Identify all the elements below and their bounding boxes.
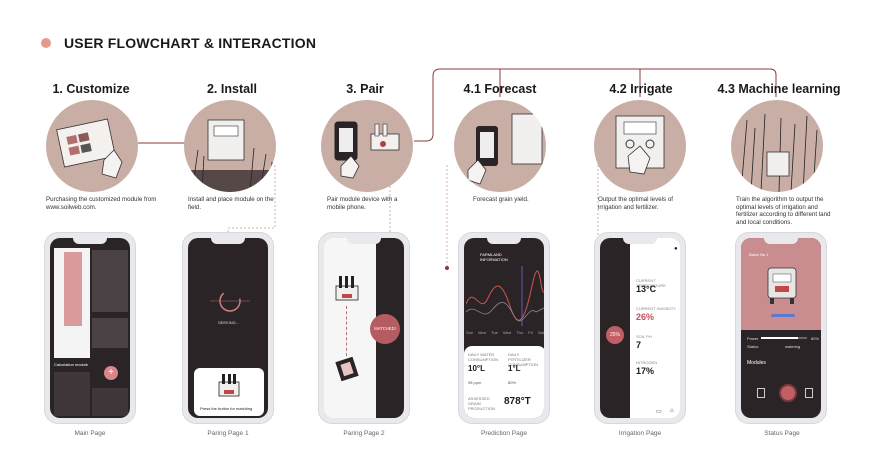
status-value: watering [785,344,801,349]
prediction-screen: FARMLAND INFORMATION Sun Mon Tue Wed Thu… [464,238,544,418]
irrigate-illustration [594,100,686,192]
module-render [767,267,797,304]
step-desc-install: Install and place module on the field. [188,196,274,211]
caption-status-page: Status Page [764,430,800,437]
matched-badge: MATCHED! [370,314,400,344]
paring-2-screen: MATCHED! [324,238,404,418]
water-label: DAILY WATER CONSUMPTION [468,352,498,362]
machine-learning-illustration [731,100,823,192]
phone-device-icon [335,356,359,382]
humidity-value: 26% [636,312,655,322]
seeking-label: SEEKING... [218,320,240,325]
chart-icon[interactable]: ▭ [656,409,662,415]
install-illustration [184,100,276,192]
caption-irrigation-page: Irrigation Page [618,430,662,437]
phone-paring-page-2: MATCHED! [318,232,410,424]
step-title-pair: 3. Pair [346,82,384,96]
soil-ph-label: SOIL PH [636,334,652,339]
status-screen: Basin No.1 Power 80% Status watering Mod… [741,238,821,418]
day-tab[interactable]: Sat [537,330,544,335]
caption-paring-page-2: Paring Page 2 [343,430,385,437]
day-tab[interactable]: Fri [528,330,533,335]
power-value: 80% [811,336,820,341]
module-tile-pink[interactable] [64,252,82,326]
module-icon[interactable] [805,388,813,398]
stat-value: 98 ppm [468,380,482,385]
page-title: USER FLOWCHART & INTERACTION [64,35,317,51]
match-card[interactable]: Press the button for matching [194,368,264,416]
irrigation-screen: 25% ● CURRENT TEMPERATURE 13°C CURRENT H… [600,238,680,418]
seeking-spinner [210,290,250,312]
water-level-indicator[interactable]: 25% [606,326,624,344]
power-bar [761,337,798,339]
water-drop-icon: ● [674,246,678,252]
day-tab[interactable]: Tue [491,330,498,335]
farmland-header: FARMLAND INFORMATION [480,252,508,262]
soil-ph-value: 7 [636,340,642,350]
step-title-irrigate: 4.2 Irrigate [609,82,673,96]
water-value: 10°L [468,364,485,373]
power-slider[interactable] [771,314,795,317]
day-tab[interactable]: Thu [516,330,524,335]
home-icon[interactable]: ⌂ [670,408,674,414]
device-name: Basin No.1 [749,252,769,257]
forecast-curves [466,266,544,326]
step-desc-forecast: Forecast grain yield. [473,196,529,203]
step-title-customize: 1. Customize [52,82,130,96]
connector-branch [414,68,777,142]
caption-main-page: Main Page [74,430,106,437]
modules-label: Modules [747,360,766,366]
day-tab[interactable]: Mon [478,330,486,335]
paring-1-screen: SEEKING... Press the button for matching [188,238,268,418]
module-tile[interactable] [92,250,128,312]
fertilizer-label: DAILY FERTILIZER CONSUMPTION [508,352,538,367]
module-select-button[interactable] [779,384,797,402]
step-desc-pair: Pair module device with a mobile phone. [327,196,398,211]
power-label: Power [747,336,759,341]
add-module-button[interactable]: + [104,366,118,380]
step-title-install: 2. Install [206,82,258,96]
temperature-value: 13°C [636,284,657,294]
pair-illustration [321,100,413,192]
step-title-machine-learning: 4.3 Machine learning [717,82,841,96]
nitrogen-label: NITROGEN [636,360,658,365]
status-label: Status [747,344,759,349]
forecast-illustration [454,100,546,192]
phone-paring-page-1: SEEKING... Press the button for matching [182,232,274,424]
fertilizer-value: 1°L [508,364,521,373]
module-tile[interactable] [92,318,128,348]
phone-status-page: Basin No.1 Power 80% Status watering Mod… [735,232,827,424]
caption-prediction-page: Prediction Page [481,430,527,437]
temperature-label: CURRENT TEMPERATURE [636,278,666,288]
module-icon[interactable] [757,388,765,398]
phone-irrigation-page: 25% ● CURRENT TEMPERATURE 13°C CURRENT H… [594,232,686,424]
stats-panel: DAILY WATER CONSUMPTION 10°L DAILY FERTI… [464,346,544,418]
title-bullet [41,38,51,48]
yield-value: 878°T [504,396,531,407]
nitrogen-value: 17% [636,366,655,376]
module-tile[interactable] [92,388,128,416]
stat-value: 80% [508,380,517,385]
module-tile[interactable] [54,372,90,416]
day-tab[interactable]: Wed [502,330,512,335]
module-device-icon [335,276,359,301]
calculation-module-label: Calculation module [54,362,89,367]
customize-illustration [46,100,138,192]
day-tab[interactable]: Sun [466,330,474,335]
caption-paring-page-1: Paring Page 1 [207,430,249,437]
humidity-label: CURRENT HUMIDITY [636,306,676,311]
step-title-forecast: 4.1 Forecast [463,82,537,96]
yield-label: ASSESSED GRAIN PRODUCTION [468,396,495,411]
phone-main-page: Calculation module + [44,232,136,424]
step-desc-machine-learning: Train the algorithm to output the optima… [736,196,831,226]
main-page-screen: Calculation module + [50,238,130,418]
day-tabs: Sun Mon Tue Wed Thu Fri Sat [466,330,544,335]
step-desc-irrigate: Output the optimal levels of irrigation … [598,196,673,211]
step-desc-customize: Purchasing the customized module from ww… [46,196,157,211]
press-button-label: Press the button for matching [200,406,253,411]
phone-prediction-page: FARMLAND INFORMATION Sun Mon Tue Wed Thu… [458,232,550,424]
